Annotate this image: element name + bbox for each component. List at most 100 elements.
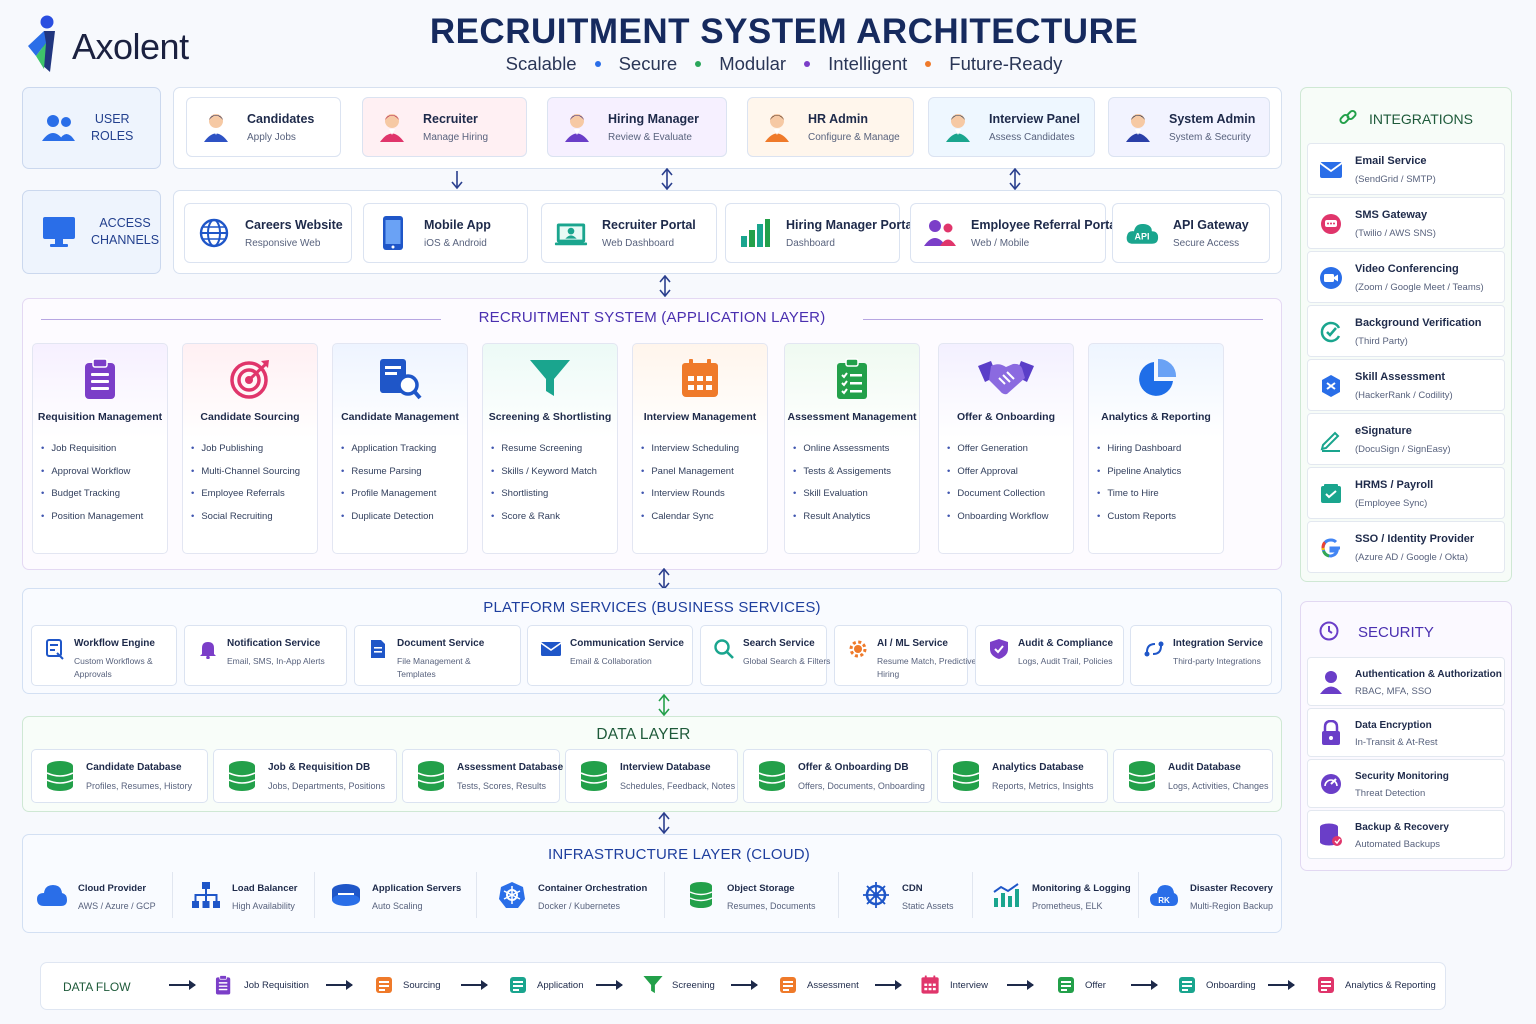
security-item[interactable]: Security Monitoring Threat Detection [1307,759,1505,808]
flow-step[interactable]: Job Requisition [214,971,309,999]
service-subtitle: Email, SMS, In-App Alerts [227,656,325,666]
security-item[interactable]: Authentication & Authorization RBAC, MFA… [1307,657,1505,706]
module-card[interactable]: Candidate Sourcing Job PublishingMulti-C… [182,343,318,554]
flow-step[interactable]: Application [507,971,583,999]
sourcing-icon [373,974,395,996]
service-title: Document Service [397,638,485,649]
service-card[interactable]: Document Service File Management & Templ… [354,625,521,686]
service-card[interactable]: Integration Service Third-party Integrat… [1130,625,1272,686]
module-feature-list: Online AssessmentsTests & AssigementsSki… [793,443,891,533]
module-card[interactable]: Interview Management Interview Schedulin… [632,343,768,554]
ai-gear-icon [847,638,869,660]
channel-subtitle: Web Dashboard [602,237,675,249]
integration-title: Video Conferencing [1355,263,1459,275]
database-card[interactable]: Analytics Database Reports, Metrics, Ins… [937,749,1108,803]
flow-step[interactable]: Screening [642,971,715,999]
infrastructure-item[interactable]: Load Balancer High Availability [190,870,320,920]
security-item[interactable]: Backup & Recovery Automated Backups [1307,810,1505,859]
flow-step-label: Screening [672,979,715,991]
service-card[interactable]: Notification Service Email, SMS, In-App … [184,625,347,686]
module-card[interactable]: Offer & Onboarding Offer GenerationOffer… [938,343,1074,554]
service-card[interactable]: AI / ML Service Resume Match, Predictive… [834,625,976,686]
flow-step[interactable]: Analytics & Reporting [1315,971,1436,999]
candidate-avatar-icon [199,110,233,144]
axolent-logo-icon [28,15,55,72]
integration-item[interactable]: Email Service (SendGrid / SMTP) [1307,143,1505,195]
module-feature-list: Job RequisitionApproval WorkflowBudget T… [41,443,143,533]
database-card[interactable]: Candidate Database Profiles, Resumes, Hi… [31,749,208,803]
data-layer-title: DATA LAYER [596,726,691,743]
module-title: Screening & Shortlisting [488,411,612,423]
module-card[interactable]: Candidate Management Application Trackin… [332,343,468,554]
integration-item[interactable]: Skill Assessment (HackerRank / Codility) [1307,359,1505,411]
module-card[interactable]: Requisition Management Job RequisitionAp… [32,343,168,554]
integration-subtitle: (Azure AD / Google / Okta) [1355,552,1468,563]
onboarding-icon [1176,974,1198,996]
flow-step-label: Analytics & Reporting [1345,979,1436,991]
infrastructure-subtitle: AWS / Azure / GCP [78,901,156,911]
integration-item[interactable]: eSignature (DocuSign / SignEasy) [1307,413,1505,465]
database-subtitle: Reports, Metrics, Insights [992,781,1094,791]
flow-arrow-icon [596,980,623,990]
module-feature: Resume Parsing [341,466,436,489]
security-item-title: Data Encryption [1355,720,1432,731]
infrastructure-item[interactable]: CDN Static Assets [860,870,990,920]
module-card[interactable]: Screening & Shortlisting Resume Screenin… [482,343,618,554]
database-card[interactable]: Audit Database Logs, Activities, Changes [1113,749,1273,803]
kubernetes-icon [496,880,528,910]
integration-item[interactable]: SSO / Identity Provider (Azure AD / Goog… [1307,521,1505,573]
service-card[interactable]: Workflow Engine Custom Workflows & Appro… [31,625,177,686]
flow-step[interactable]: Offer [1055,971,1106,999]
module-feature: Skill Evaluation [793,488,891,511]
database-card[interactable]: Interview Database Schedules, Feedback, … [565,749,738,803]
infrastructure-item[interactable]: Application Servers Auto Scaling [330,870,461,920]
integration-item[interactable]: HRMS / Payroll (Employee Sync) [1307,467,1505,519]
infrastructure-item[interactable]: RK Disaster Recovery Multi-Region Backup [1148,870,1278,920]
module-card[interactable]: Analytics & Reporting Hiring DashboardPi… [1088,343,1224,554]
database-card[interactable]: Assessment Database Tests, Scores, Resul… [402,749,563,803]
arrow-bidirectional-icon [658,812,670,834]
channel-title: Careers Website [245,217,343,232]
flow-step[interactable]: Sourcing [373,971,441,999]
service-card[interactable]: Communication Service Email & Collaborat… [527,625,693,686]
flow-step[interactable]: Interview [920,971,988,999]
database-card[interactable]: Job & Requisition DB Jobs, Departments, … [213,749,397,803]
flow-step[interactable]: Assessment [777,971,859,999]
infrastructure-title: Monitoring & Logging [1032,883,1131,894]
module-feature: Custom Reports [1097,511,1181,534]
database-card[interactable]: Offer & Onboarding DB Offers, Documents,… [743,749,932,803]
infrastructure-item[interactable]: Monitoring & Logging Prometheus, ELK [990,870,1131,920]
flow-arrow-icon [326,980,353,990]
integration-item[interactable]: Video Conferencing (Zoom / Google Meet /… [1307,251,1505,303]
module-feature: Document Collection [947,488,1049,511]
security-item[interactable]: Data Encryption In-Transit & At-Rest [1307,708,1505,757]
infrastructure-item[interactable]: Cloud Provider AWS / Azure / GCP [36,870,166,920]
service-card[interactable]: Search Service Global Search & Filters [700,625,830,686]
tagline-dot [925,61,932,67]
monitor-icon [41,214,77,250]
infrastructure-item[interactable]: Object Storage Resumes, Documents [685,870,816,920]
integration-subtitle: (Zoom / Google Meet / Teams) [1355,282,1484,293]
module-feature: Online Assessments [793,443,891,466]
monitoring-chart-icon [990,880,1022,910]
flow-step[interactable]: Onboarding [1176,971,1256,999]
module-card[interactable]: Assessment Management Online Assessments… [784,343,920,554]
infrastructure-item[interactable]: Container Orchestration Docker / Kuberne… [496,870,647,920]
service-card[interactable]: Audit & Compliance Logs, Audit Trail, Po… [975,625,1124,686]
integration-item[interactable]: Background Verification (Third Party) [1307,305,1505,357]
code-badge-icon [1318,373,1344,399]
integration-item[interactable]: SMS Gateway (Twilio / AWS SNS) [1307,197,1505,249]
